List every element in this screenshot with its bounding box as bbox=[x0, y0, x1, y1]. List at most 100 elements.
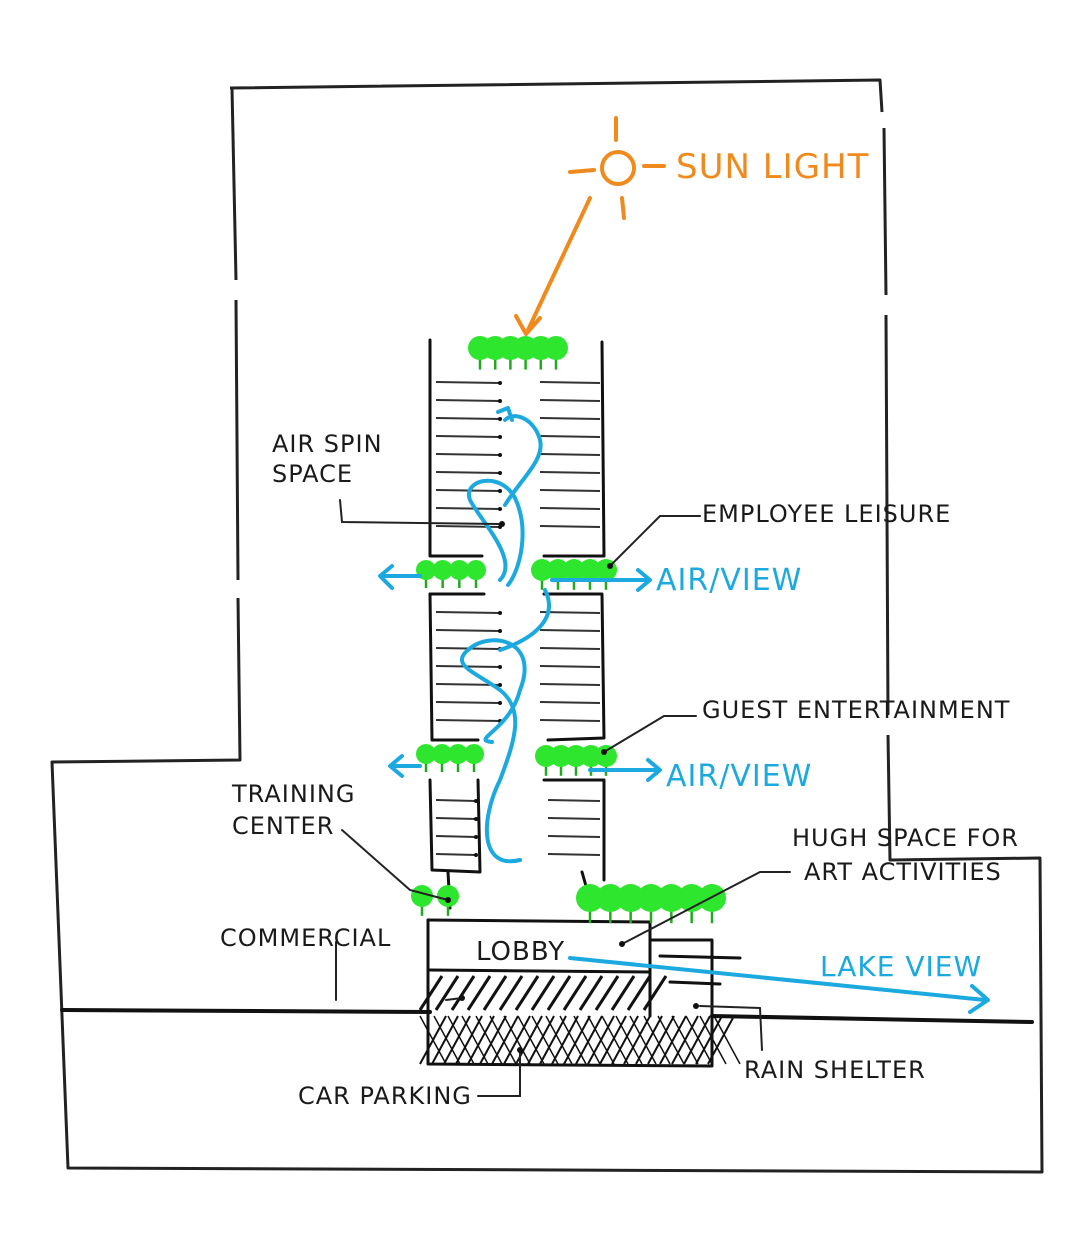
hatch-line bbox=[450, 975, 476, 1011]
hatch-line bbox=[475, 1015, 503, 1065]
hatch-line bbox=[498, 975, 524, 1011]
upper-floor-line-right bbox=[539, 435, 601, 438]
hatch-line bbox=[599, 1015, 627, 1065]
tree-cluster-icon bbox=[616, 884, 645, 912]
tree-cluster-icon bbox=[449, 560, 470, 580]
middle-floor-line-left bbox=[435, 611, 501, 614]
hatch-line bbox=[615, 1015, 643, 1065]
hatch-line bbox=[643, 1015, 671, 1065]
hatch-line bbox=[461, 1015, 489, 1065]
hatch-line bbox=[587, 1015, 615, 1065]
lower-floor-line-left bbox=[435, 853, 477, 856]
upper-floor-dot bbox=[498, 471, 502, 475]
upper-floor-line-right bbox=[539, 471, 601, 474]
guest-entertainment-label: GUEST ENTERTAINMENT bbox=[702, 696, 1010, 724]
guest-entertainment-greenery bbox=[416, 744, 617, 776]
middle-floor-line-left bbox=[435, 701, 501, 704]
hatch-line bbox=[685, 1015, 713, 1065]
lower-floor-line-right bbox=[547, 817, 601, 820]
hugh-space-label-line1: HUGH SPACE FOR bbox=[792, 824, 1019, 852]
upper-floor-line-left bbox=[435, 381, 501, 384]
tree-cluster-icon bbox=[448, 744, 468, 764]
hatch-line bbox=[530, 975, 556, 1011]
lobby-label: LOBBY bbox=[476, 937, 565, 967]
tree-cluster-icon bbox=[637, 884, 665, 912]
hatch-line bbox=[575, 1015, 603, 1065]
tree-cluster-icon bbox=[437, 885, 459, 907]
hatch-line bbox=[578, 975, 604, 1011]
middle-floor-dot bbox=[498, 683, 502, 687]
hatch-line bbox=[713, 1015, 741, 1065]
tree-cluster-icon bbox=[595, 745, 617, 767]
employee-leisure-greenery bbox=[416, 559, 617, 590]
lower-floor-line-right bbox=[547, 799, 601, 802]
ground-line bbox=[60, 1008, 432, 1014]
middle-floor-dot bbox=[498, 701, 502, 705]
training-label-line2: CENTER bbox=[232, 812, 334, 840]
air-view-arrows-upper bbox=[378, 564, 652, 592]
tree-cluster-icon bbox=[464, 744, 484, 764]
air-spin-arrowhead bbox=[496, 406, 514, 422]
hatch-line bbox=[642, 975, 668, 1011]
training-center-greenery bbox=[411, 885, 459, 916]
middle-floor-line-right bbox=[539, 683, 601, 686]
middle-floor-dot bbox=[498, 611, 502, 615]
hatch-line bbox=[418, 975, 444, 1011]
hatch-line bbox=[503, 1015, 531, 1065]
hatch-line bbox=[539, 1015, 567, 1065]
middle-floor-dot bbox=[498, 629, 502, 633]
tree-cluster-icon bbox=[432, 744, 452, 764]
tree-cluster-icon bbox=[411, 885, 433, 907]
site-frame bbox=[50, 78, 1044, 1174]
tree-cluster-icon bbox=[544, 336, 568, 360]
upper-floor-line-left bbox=[435, 417, 501, 420]
middle-floor-line-right bbox=[539, 719, 601, 722]
hatch-line bbox=[671, 1015, 699, 1065]
hatch-line bbox=[610, 975, 636, 1011]
upper-floor-line-left bbox=[435, 453, 501, 456]
upper-floor-line-right bbox=[539, 417, 601, 420]
hatch-line bbox=[419, 1015, 447, 1065]
tree-cluster-icon bbox=[432, 560, 453, 580]
upper-floor-dot bbox=[498, 489, 502, 493]
middle-floor-line-left bbox=[435, 719, 501, 722]
hatch-line bbox=[657, 1015, 685, 1065]
hatch-line bbox=[623, 1015, 651, 1065]
hatch-line bbox=[482, 975, 508, 1011]
upper-floor-line-left bbox=[435, 471, 501, 474]
tree-cluster-icon bbox=[579, 559, 601, 581]
hatch-line bbox=[489, 1015, 517, 1065]
hatch-line bbox=[546, 975, 572, 1011]
tower-base bbox=[446, 870, 588, 910]
lower-floor-dot bbox=[474, 817, 478, 821]
upper-floor-line-right bbox=[539, 381, 601, 384]
sunlight-arrow bbox=[514, 196, 592, 336]
middle-floor-line-right bbox=[539, 647, 601, 650]
rain-shelter-label: RAIN SHELTER bbox=[744, 1056, 926, 1084]
air-spin-label-line2: SPACE bbox=[272, 460, 353, 488]
hatch-line bbox=[559, 1015, 587, 1065]
upper-floor-dot bbox=[498, 399, 502, 403]
upper-floor-dot bbox=[498, 453, 502, 457]
upper-floor-line-left bbox=[435, 525, 501, 528]
upper-floor-line-right bbox=[539, 453, 601, 456]
hatch-line bbox=[635, 1015, 663, 1065]
car-parking-label: CAR PARKING bbox=[298, 1082, 472, 1110]
middle-floor-line-right bbox=[539, 629, 601, 632]
air-view-label-lower: AIR/VIEW bbox=[666, 759, 812, 794]
hatch-line bbox=[433, 1015, 461, 1065]
tower-upper-block bbox=[428, 338, 606, 558]
hatch-line bbox=[491, 1015, 519, 1065]
hatch-line bbox=[434, 975, 460, 1011]
upper-floor-line-right bbox=[539, 525, 601, 528]
hugh-space-label-line2: ART ACTIVITIES bbox=[804, 858, 1002, 886]
lower-floor-dot bbox=[474, 799, 478, 803]
hatch-line bbox=[466, 975, 492, 1011]
lower-floor-line-right bbox=[547, 853, 601, 856]
hatch-line bbox=[447, 1015, 475, 1065]
tree-cluster-icon bbox=[576, 884, 604, 912]
upper-floor-line-right bbox=[539, 507, 601, 510]
hatch-line bbox=[431, 1015, 459, 1065]
